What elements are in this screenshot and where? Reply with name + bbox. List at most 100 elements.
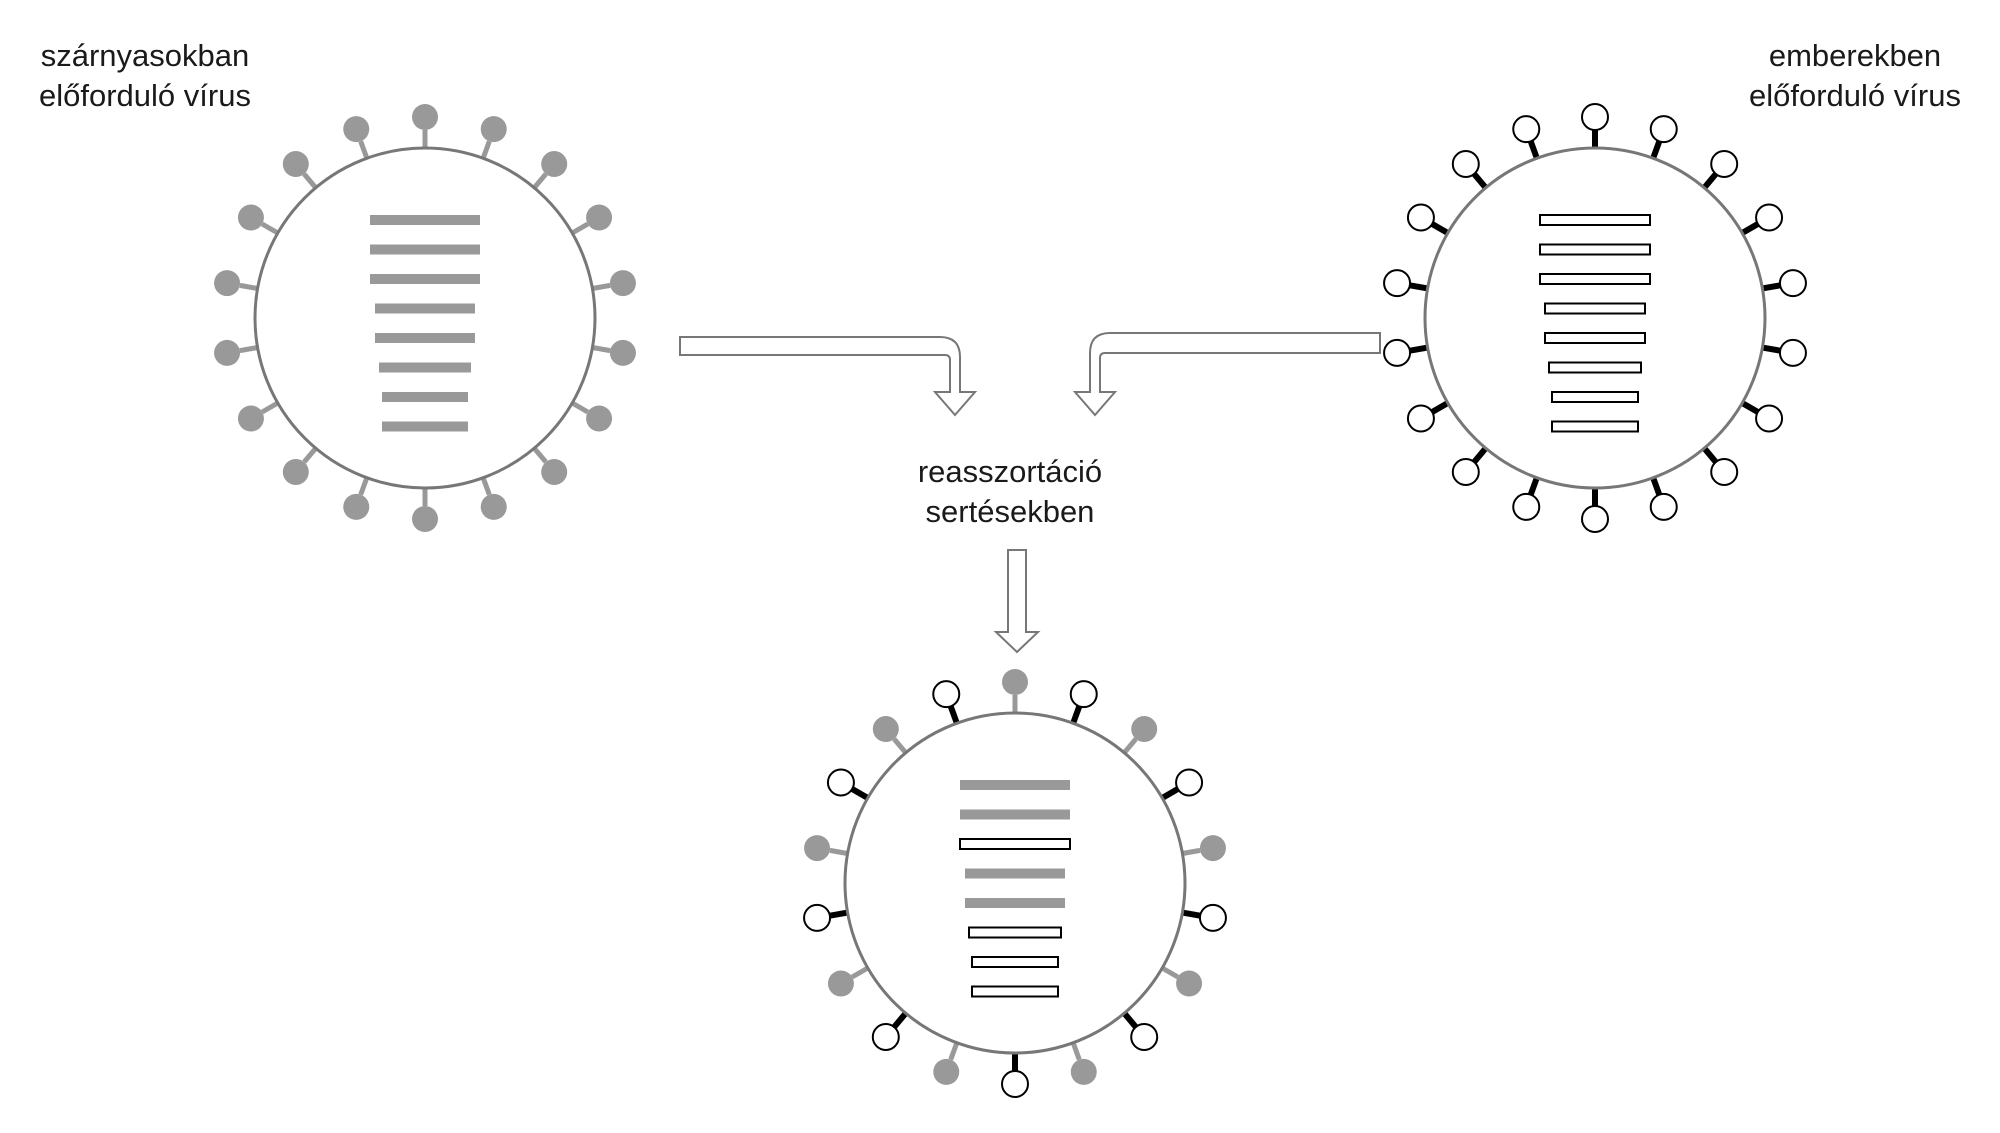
spike-head-filled (412, 104, 438, 130)
rna-segment-human (1539, 273, 1651, 285)
rna-segment-human (1548, 361, 1642, 374)
spike-stem (1430, 400, 1450, 415)
spike-stem (260, 400, 280, 415)
spike-stem (1650, 476, 1663, 496)
spike-head-hollow (1755, 404, 1784, 433)
spike-stem (480, 476, 492, 496)
spike-head-filled (1070, 1058, 1097, 1085)
spike-head-hollow (1451, 457, 1480, 486)
spike-head-hollow (1778, 269, 1807, 298)
spike-head-filled (541, 458, 568, 485)
spike-stem (1160, 786, 1180, 801)
human-virus-label: emberekben előforduló vírus (1740, 36, 1970, 116)
spike-head-hollow (1710, 150, 1739, 179)
rna-segment-human (1544, 302, 1646, 315)
spike-head-hollow (1755, 203, 1784, 232)
rna-segment-avian (382, 421, 468, 432)
spike-head-hollow (1451, 150, 1480, 179)
spike-head-filled (343, 493, 370, 520)
spike-head-hollow (1198, 903, 1227, 932)
rna-segment-avian (375, 333, 475, 343)
rna-segment-avian (960, 780, 1070, 790)
spike-stem (480, 140, 492, 160)
spike-head-filled (609, 270, 636, 297)
spike-head-filled (480, 493, 507, 520)
spike-stem (1740, 400, 1760, 415)
spike-head-filled (1176, 970, 1203, 997)
spike-head-filled (214, 270, 241, 297)
spike-head-filled (237, 405, 264, 432)
human-virus (1383, 103, 1807, 533)
spike-head-hollow (826, 768, 855, 797)
spike-head-filled (282, 151, 309, 178)
spike-head-filled (609, 339, 636, 366)
rna-segment-avian (379, 362, 471, 373)
spike-head-hollow (1406, 404, 1435, 433)
spike-stem (570, 221, 590, 236)
spike-head-filled (586, 204, 613, 231)
spike-stem (570, 400, 590, 415)
spike-head-hollow (871, 1022, 900, 1051)
spike-stem (1471, 446, 1489, 464)
rna-segment-avian (370, 274, 480, 284)
spike-head-hollow (1406, 203, 1435, 232)
rna-segment-avian (382, 392, 468, 402)
spike-head-filled (343, 116, 370, 143)
spike-stem (302, 172, 318, 190)
spike-stem (302, 446, 318, 464)
spike-stem (1527, 476, 1540, 496)
spike-head-hollow (1581, 505, 1609, 533)
spike-stem (1160, 965, 1180, 980)
spike-stem (591, 282, 611, 291)
arrow-down-to-reassortant (993, 549, 1041, 654)
spike-head-hollow (1512, 115, 1541, 144)
virus-envelope (1423, 146, 1767, 490)
spike-head-filled (412, 506, 438, 532)
spike-head-filled (541, 151, 568, 178)
spike-head-hollow (932, 680, 961, 709)
spike-stem (1650, 140, 1663, 160)
spike-stem (1409, 282, 1429, 292)
rna-segment-human (1539, 214, 1651, 226)
spike-head-filled (872, 716, 899, 743)
spike-head-filled (237, 204, 264, 231)
spike-head-hollow (1069, 680, 1098, 709)
spike-head-hollow (1383, 269, 1412, 298)
spike-head-filled (480, 116, 507, 143)
spike-stem (1181, 909, 1201, 919)
spike-stem (829, 847, 849, 856)
spike-stem (358, 140, 370, 160)
spike-stem (1070, 705, 1083, 725)
spike-stem (1121, 1011, 1139, 1029)
spike-head-filled (586, 405, 613, 432)
avian-virus-label-line1: szárnyasokban (40, 38, 250, 73)
rna-segment-human (1539, 243, 1651, 256)
rna-segment-avian (965, 898, 1065, 908)
avian-virus-label-line2: előforduló vírus (39, 78, 251, 113)
virus-envelope (843, 711, 1187, 1055)
spike-stem (829, 909, 849, 919)
spike-stem (1761, 282, 1781, 292)
human-virus-label-line2: előforduló vírus (1749, 78, 1961, 113)
spike-head-hollow (1649, 115, 1678, 144)
spike-stem (1527, 140, 1540, 160)
human-virus-label-line1: emberekben (1768, 38, 1942, 73)
spike-stem (532, 446, 548, 464)
spike-stem (1430, 221, 1450, 236)
reassortment-label-line2: sertésekben (925, 494, 1095, 529)
spike-stem (948, 1041, 960, 1061)
spike-stem (1409, 344, 1429, 354)
spike-head-filled (214, 339, 241, 366)
spike-head-filled (1199, 835, 1226, 862)
rna-segment-human (971, 985, 1059, 998)
spike-stem (891, 1011, 909, 1029)
spike-head-hollow (1581, 103, 1609, 131)
spike-head-filled (282, 458, 309, 485)
spike-stem (532, 172, 548, 190)
spike-stem (591, 345, 611, 354)
spike-head-filled (827, 970, 854, 997)
arrow-from-human (1072, 332, 1381, 417)
spike-head-filled (1131, 716, 1158, 743)
spike-head-hollow (1383, 338, 1412, 367)
rna-segment-human (971, 956, 1059, 968)
